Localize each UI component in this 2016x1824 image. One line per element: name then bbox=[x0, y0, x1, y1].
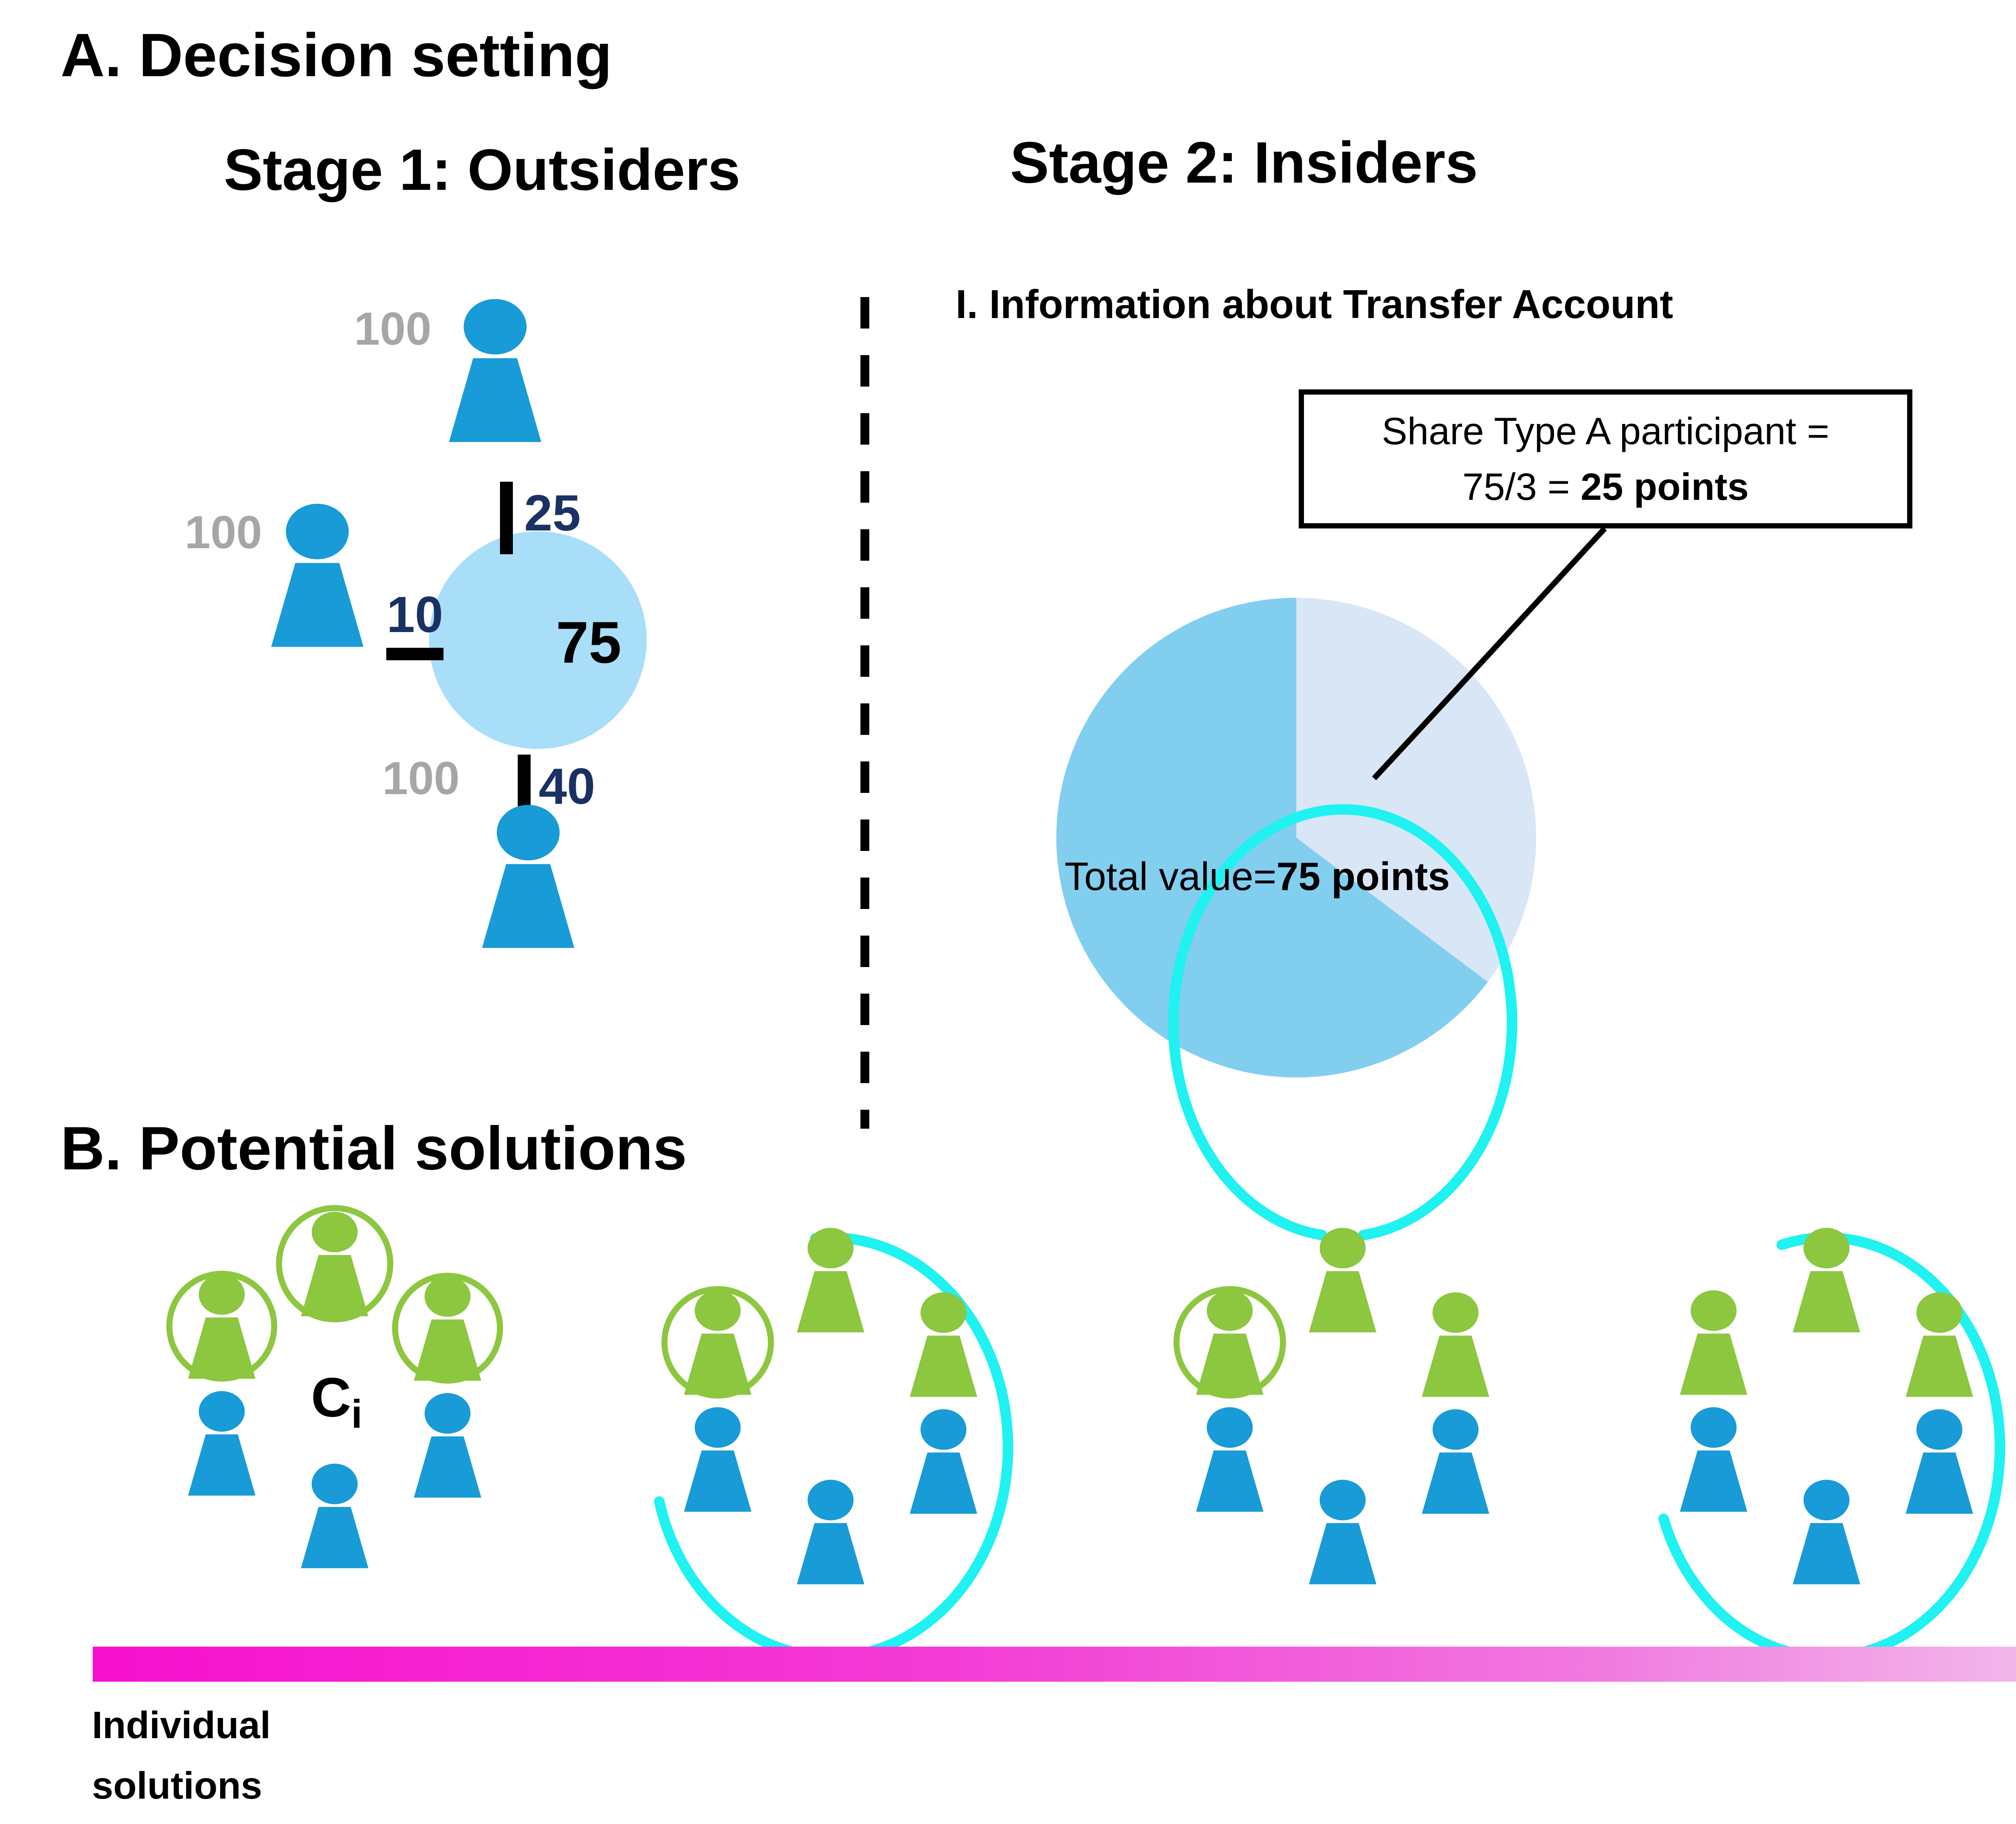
solution-cluster-3 bbox=[1168, 804, 1517, 1585]
cluster-person-blue-icon bbox=[797, 1480, 864, 1585]
cluster-person-blue-icon bbox=[414, 1393, 481, 1498]
cluster-person-green-icon bbox=[1422, 1292, 1489, 1397]
solution-cluster-1 bbox=[166, 1205, 503, 1568]
group-arc-open bbox=[654, 1232, 1013, 1662]
stage2-title: Stage 2: Insiders bbox=[1010, 130, 1478, 195]
transfer-tick-left bbox=[386, 648, 444, 660]
cluster-person-blue-icon bbox=[684, 1407, 752, 1512]
individual-circle bbox=[661, 1286, 774, 1399]
cluster-person-green-icon bbox=[188, 1274, 256, 1379]
cluster-person-blue-icon bbox=[1422, 1409, 1489, 1514]
cluster-person-green-icon bbox=[1906, 1292, 1973, 1397]
cluster-person-blue-icon bbox=[910, 1409, 977, 1514]
cluster-person-green-icon bbox=[1196, 1290, 1264, 1395]
endowment-label: 100 bbox=[382, 753, 460, 804]
endowment-label: 100 bbox=[354, 303, 431, 355]
invest-heading: II. Shared problem investment bbox=[2014, 288, 2016, 335]
cluster-person-blue-icon bbox=[1309, 1480, 1377, 1585]
callout-line1: Share Type A participant = bbox=[1382, 410, 1829, 453]
cluster-person-blue-icon bbox=[1906, 1409, 1973, 1514]
cluster-person-blue-icon bbox=[188, 1391, 256, 1496]
panel-b-title: B. Potential solutions bbox=[60, 1114, 687, 1183]
outsider-person-icon bbox=[449, 299, 541, 442]
solution-cluster-2 bbox=[654, 1228, 1013, 1662]
ci-cluster-label: Ci bbox=[311, 1366, 362, 1437]
callout-line2: 75/3 = 25 points bbox=[1462, 465, 1749, 508]
endowment-label: 100 bbox=[185, 507, 262, 558]
individual-circle bbox=[1173, 1286, 1286, 1399]
cluster-person-green-icon bbox=[301, 1212, 369, 1317]
transfer-amount-top: 25 bbox=[524, 485, 581, 541]
group-arc-open bbox=[1658, 1232, 2006, 1662]
group-arc-almost-closed bbox=[1168, 804, 1517, 1240]
axis-left-label: Individual solutions bbox=[92, 1704, 271, 1807]
solution-spectrum-arrow bbox=[93, 1647, 2016, 1682]
solution-cluster-4 bbox=[1658, 1228, 2006, 1662]
cluster-person-green-icon bbox=[414, 1276, 481, 1381]
panel-a-title: A. Decision setting bbox=[60, 21, 612, 89]
outsider-person-icon bbox=[482, 805, 575, 948]
stage1-title: Stage 1: Outsiders bbox=[224, 137, 741, 202]
outsider-person-icon bbox=[271, 503, 364, 647]
cluster-person-blue-icon bbox=[1680, 1407, 1747, 1512]
cluster-person-blue-icon bbox=[1793, 1480, 1860, 1585]
cluster-person-green-icon bbox=[1680, 1290, 1747, 1395]
callout-leader-line bbox=[1372, 526, 1607, 780]
cluster-person-blue-icon bbox=[1196, 1407, 1264, 1512]
info-heading: I. Information about Transfer Account bbox=[956, 282, 1673, 327]
transfer-pool-circle bbox=[429, 531, 647, 749]
transfer-amount-left: 10 bbox=[386, 586, 444, 643]
cluster-person-green-icon bbox=[684, 1290, 752, 1395]
share-callout-box: Share Type A participant = 75/3 = 25 poi… bbox=[1299, 389, 1912, 528]
transfer-amount-bottom: 40 bbox=[539, 758, 596, 815]
transfer-tick-top bbox=[500, 482, 513, 554]
cluster-person-green-icon bbox=[1309, 1228, 1377, 1333]
pie-total-label: Total value=75 points bbox=[1064, 854, 1450, 898]
pie-slice-remainder bbox=[1056, 597, 1488, 1077]
pool-total: 75 bbox=[556, 609, 622, 675]
individual-circle bbox=[276, 1205, 394, 1323]
cluster-person-blue-icon bbox=[301, 1464, 369, 1568]
